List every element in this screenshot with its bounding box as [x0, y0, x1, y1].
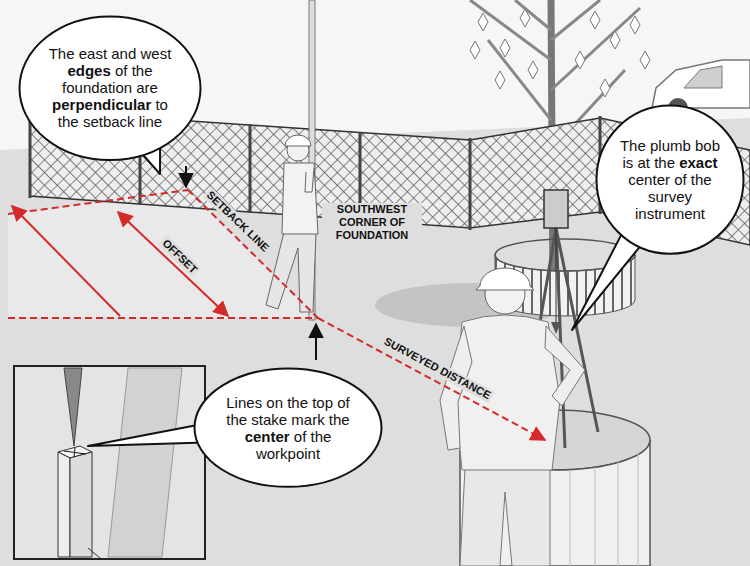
pole-worker [266, 232, 316, 312]
survey-lines [188, 190, 318, 318]
bubble-text: The plumb bob is at the exact center of … [614, 137, 726, 222]
survey-lines [185, 166, 187, 187]
instrument-worker [440, 268, 585, 566]
stake-inset [108, 368, 182, 557]
pole-worker [285, 135, 311, 146]
survey-lines [8, 190, 188, 214]
instrument-worker [460, 468, 550, 566]
survey-instrument [556, 228, 557, 322]
speech-bubble: The plumb bob is at the exact center of … [595, 104, 745, 255]
bubble-ellipse [20, 16, 201, 159]
stake-inset [64, 448, 86, 457]
bubble-outline [595, 104, 745, 255]
speech-bubble: The east and west edges of the foundatio… [18, 15, 202, 161]
bubble-ellipse [195, 369, 382, 487]
stake-inset [14, 366, 205, 559]
survey-lines [12, 206, 120, 316]
speech-bubble: Lines on the top of the stake mark the c… [193, 367, 383, 488]
survey-lines [315, 324, 317, 360]
bubble-text: The east and west edges of the foundatio… [43, 45, 177, 130]
bubble-text: Lines on the top of the stake mark the c… [218, 394, 358, 462]
survey-instrument [544, 190, 568, 228]
bubble-ellipse [597, 106, 744, 254]
survey-lines [8, 317, 318, 319]
survey-lines [118, 212, 228, 316]
stake-inset [64, 368, 82, 446]
survey-instrument [551, 322, 561, 334]
stake-inset [14, 366, 205, 559]
instrument-worker [476, 268, 534, 290]
pole-worker [305, 168, 314, 192]
site-label: SOUTHWEST CORNER OF FOUNDATION [322, 203, 422, 242]
tree [470, 9, 650, 97]
pole-worker [282, 163, 318, 234]
stake-inset [58, 452, 70, 557]
car [652, 60, 750, 108]
pole-worker [266, 0, 318, 320]
stake-inset [70, 452, 92, 557]
car [684, 66, 722, 88]
stake-inset [88, 548, 100, 558]
instrument-worker [545, 326, 585, 406]
